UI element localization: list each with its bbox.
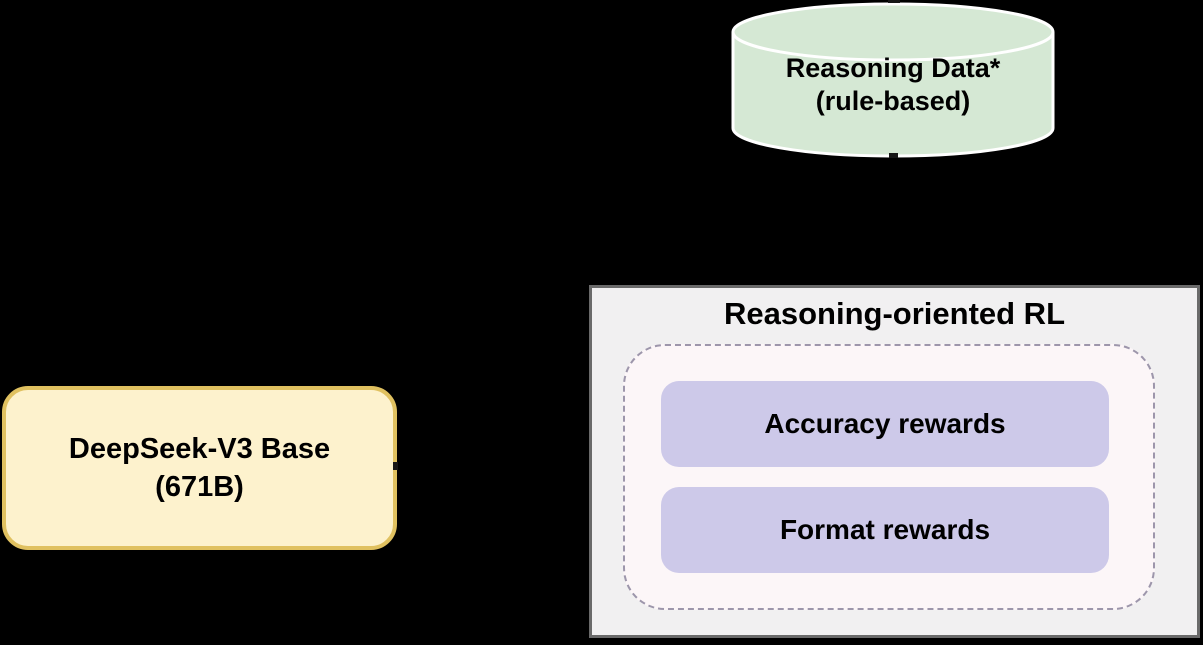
format-rewards-label: Format rewards xyxy=(779,514,991,545)
reasoning-data-subtitle: (rule-based) xyxy=(815,86,971,116)
database-cylinder-icon xyxy=(731,2,1055,158)
rl-stage-title: Reasoning-oriented RL xyxy=(723,296,1065,331)
connector-stub xyxy=(889,153,898,158)
reasoning-data-label: Reasoning Data* (rule-based) xyxy=(731,52,1055,118)
connector-stub xyxy=(888,0,900,3)
node-deepseek-v3-base: DeepSeek-V3 Base (671B) xyxy=(2,386,397,550)
node-reasoning-data: Reasoning Data* (rule-based) xyxy=(731,0,1055,160)
node-format-rewards: Format rewards xyxy=(661,487,1109,573)
reasoning-data-title: Reasoning Data* xyxy=(785,53,1001,83)
connector-stub xyxy=(393,462,398,470)
base-model-title: DeepSeek-V3 Base xyxy=(68,433,331,465)
node-accuracy-rewards: Accuracy rewards xyxy=(661,381,1109,467)
accuracy-rewards-label: Accuracy rewards xyxy=(764,408,1006,439)
base-model-subtitle: (671B) xyxy=(155,471,244,503)
